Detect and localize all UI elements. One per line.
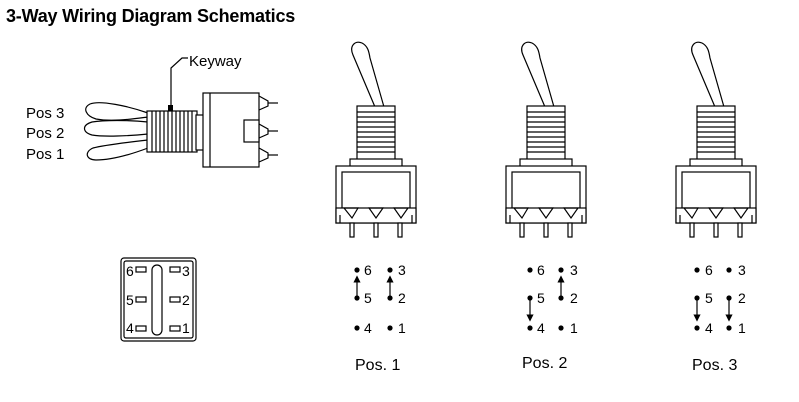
position-caption: Pos. 2 (522, 355, 567, 372)
front-view-toggle (335, 41, 417, 238)
pos-label: Pos 2 (26, 125, 64, 142)
lever-pos-3 (85, 102, 149, 121)
position-caption: Pos. 3 (692, 357, 737, 374)
terminal-label: 1 (182, 320, 190, 336)
front-view-toggle (675, 41, 757, 238)
terminal-label: 2 (182, 292, 190, 308)
terminal-label: 4 (126, 320, 134, 336)
svg-text:5: 5 (537, 290, 545, 306)
svg-text:1: 1 (398, 320, 406, 336)
svg-text:4: 4 (537, 320, 545, 336)
front-view-toggle (505, 41, 587, 238)
svg-text:1: 1 (738, 320, 746, 336)
svg-text:2: 2 (398, 290, 406, 306)
bushing-threads (151, 111, 193, 152)
svg-text:2: 2 (738, 290, 746, 306)
pos-label: Pos 1 (26, 146, 64, 163)
page-title: 3-Way Wiring Diagram Schematics (6, 6, 296, 26)
svg-text:2: 2 (570, 290, 578, 306)
lever-pos-2 (83, 119, 149, 137)
pos-label: Pos 3 (26, 105, 64, 122)
svg-text:4: 4 (364, 320, 372, 336)
terminal-label: 5 (126, 292, 134, 308)
terminal-layout: 6 5 4 3 2 1 (120, 257, 197, 342)
svg-text:3: 3 (738, 262, 746, 278)
svg-text:3: 3 (570, 262, 578, 278)
terminal-label: 3 (182, 263, 190, 279)
lever-pos-1 (86, 139, 149, 161)
switch-state-pos-3: 6 3 5 2 4 1 Pos. 3 (692, 262, 746, 374)
svg-text:5: 5 (705, 290, 713, 306)
switch-state-pos-1: 6 3 5 2 4 1 Pos. 1 (353, 262, 406, 374)
position-caption: Pos. 1 (355, 357, 400, 374)
switch-state-pos-2: 6 3 5 2 4 1 Pos. 2 (522, 262, 578, 372)
side-view-toggle: Keyway Pos 3 Pos 2 Pos 1 (26, 53, 278, 168)
svg-text:6: 6 (705, 262, 713, 278)
svg-text:5: 5 (364, 290, 372, 306)
svg-text:4: 4 (705, 320, 713, 336)
svg-text:1: 1 (570, 320, 578, 336)
svg-text:3: 3 (398, 262, 406, 278)
svg-text:6: 6 (537, 262, 545, 278)
keyway-notch (168, 105, 173, 111)
keyway-label: Keyway (189, 53, 242, 70)
terminal-label: 6 (126, 263, 134, 279)
svg-text:6: 6 (364, 262, 372, 278)
